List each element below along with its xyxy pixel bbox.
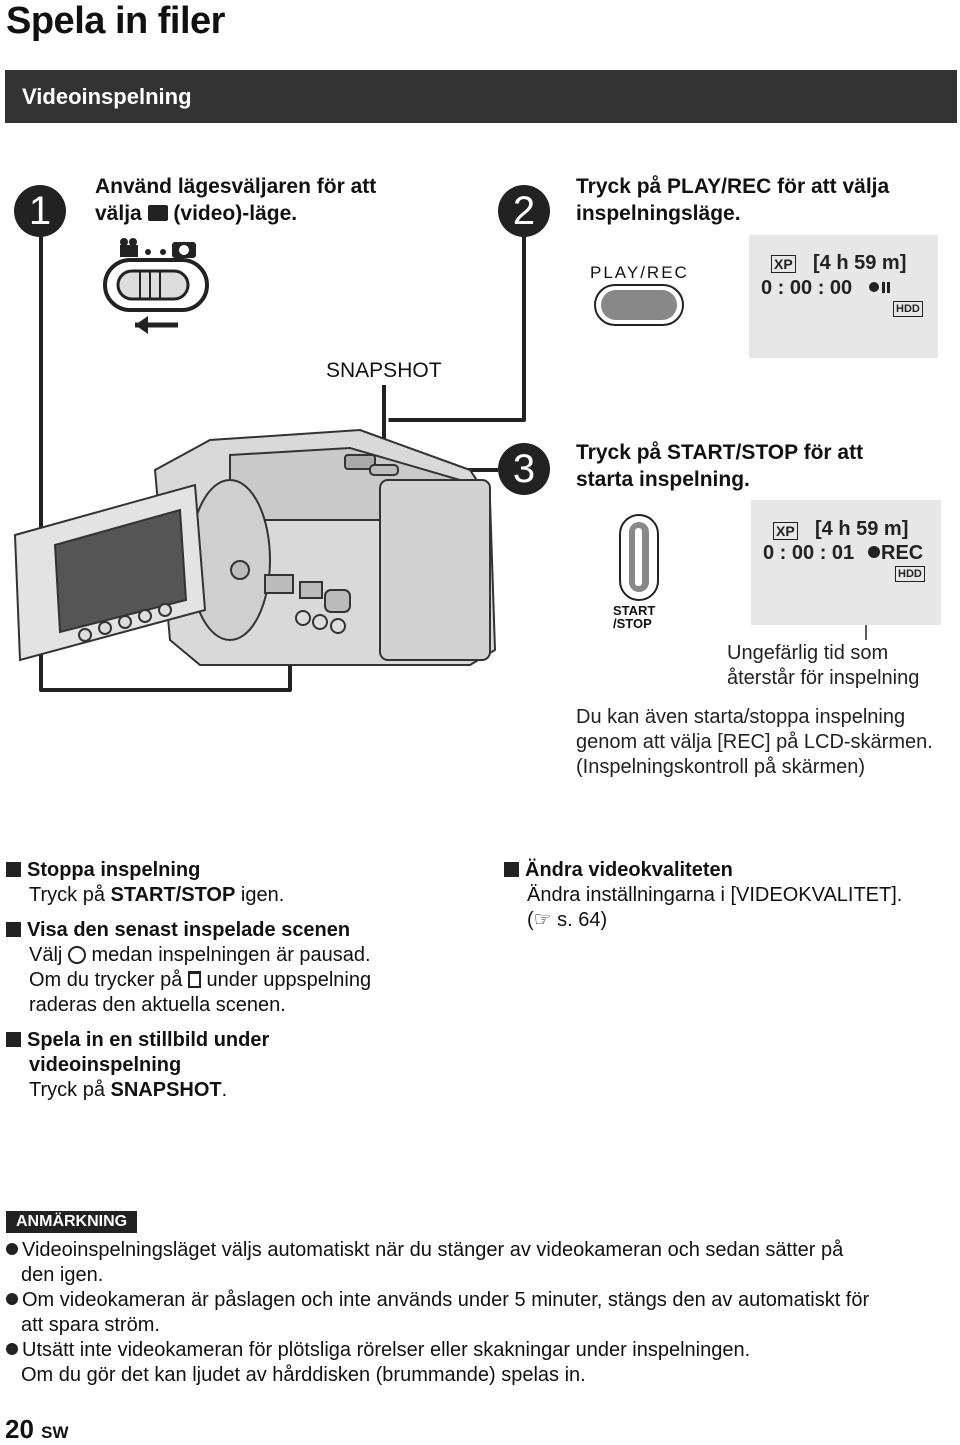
- text: .: [221, 1079, 228, 1101]
- also-line3: (Inspelningskontroll på skärmen): [576, 756, 866, 778]
- snapshot-label: SNAPSHOT: [326, 359, 442, 382]
- text: Om du trycker på: [29, 969, 183, 991]
- text: s. 64): [557, 909, 608, 931]
- text: raderas den aktuella scenen.: [29, 994, 286, 1016]
- elapsed-time: 0 : 00 : 00: [761, 277, 853, 299]
- step-1-line2a: välja: [95, 202, 142, 225]
- lcd-screen-recording: XP [4 h 59 m] 0 : 00 : 01 REC HDD: [751, 500, 941, 625]
- text: igen.: [235, 884, 285, 906]
- step-3-number: 3: [498, 443, 550, 495]
- page-title: Spela in filer: [6, 0, 225, 42]
- block-stop: Stoppa inspelning Tryck på START/STOP ig…: [6, 858, 476, 908]
- bullet-icon: [6, 1343, 18, 1355]
- elapsed-time: 0 : 00 : 01: [763, 542, 855, 564]
- step-2-line1: Tryck på PLAY/REC för att välja: [576, 175, 890, 198]
- page-number: 20 SW: [5, 1414, 69, 1445]
- also-line1: Du kan även starta/stoppa inspelning: [576, 706, 906, 728]
- start-stop-label: START /STOP: [613, 604, 655, 630]
- text: Om videokameran är påslagen och inte anv…: [22, 1289, 870, 1311]
- block-review: Visa den senast inspelade scenen Välj me…: [6, 918, 476, 1018]
- bullet-icon: [6, 1293, 18, 1305]
- lcd-screen-paused: XP [4 h 59 m] 0 : 00 : 00 HDD: [749, 235, 938, 358]
- remaining-time: [4 h 59 m]: [815, 518, 909, 540]
- block-heading: Visa den senast inspelade scenen: [27, 919, 351, 941]
- hdd-icon: HDD: [895, 566, 925, 582]
- block-heading-2: videoinspelning: [29, 1054, 182, 1076]
- note-item: Utsätt inte videokameran för plötsliga r…: [6, 1338, 951, 1388]
- step-3-line2: starta inspelning.: [576, 468, 750, 491]
- text: (: [527, 909, 534, 931]
- start-stop-label-2: /STOP: [613, 616, 652, 631]
- hdd-icon: HDD: [893, 301, 923, 317]
- callout-line1: Ungefärlig tid som: [727, 642, 889, 664]
- block-heading: Spela in en stillbild under: [27, 1029, 270, 1051]
- section-title: Videoinspelning: [22, 84, 192, 109]
- step-1-text: Använd lägesväljaren för att välja (vide…: [95, 173, 376, 227]
- page-ref-hand-icon: ☞: [533, 909, 552, 931]
- square-bullet-icon: [504, 862, 519, 877]
- note-item: Om videokameran är påslagen och inte anv…: [6, 1288, 951, 1338]
- remaining-time: [4 h 59 m]: [813, 252, 907, 274]
- pause-icon: [882, 282, 885, 293]
- rec-dot-icon: [868, 546, 880, 558]
- block-heading: Ändra videokvaliteten: [525, 859, 733, 881]
- also-line2: genom att välja [REC] på LCD-skärmen.: [576, 731, 933, 753]
- block-snapshot: Spela in en stillbild under videoinspeln…: [6, 1028, 476, 1103]
- square-bullet-icon: [6, 922, 21, 937]
- square-bullet-icon: [6, 862, 21, 877]
- quality-badge: XP: [773, 522, 798, 540]
- note-tag: ANMÄRKNING: [6, 1211, 138, 1233]
- section-header: Videoinspelning: [5, 70, 957, 123]
- mode-switch: [103, 238, 209, 334]
- rec-indicator: REC: [881, 542, 924, 564]
- text: Tryck på: [29, 884, 111, 906]
- text: att spara ström.: [21, 1314, 160, 1336]
- bullet-icon: [6, 1243, 18, 1255]
- step-1-line1: Använd lägesväljaren för att: [95, 175, 377, 198]
- block-heading: Stoppa inspelning: [27, 859, 201, 881]
- text: Tryck på: [29, 1079, 111, 1101]
- info-left: Stoppa inspelning Tryck på START/STOP ig…: [6, 858, 476, 1103]
- text-bold: START/STOP: [110, 884, 236, 906]
- text: under uppspelning: [206, 969, 372, 991]
- remaining-time-callout: Ungefärlig tid som återstår för inspelni…: [727, 641, 919, 691]
- step-3-text: Tryck på START/STOP för att starta inspe…: [576, 439, 863, 493]
- step-1-line2b: (video)-läge.: [173, 202, 298, 225]
- start-stop-label-1: START: [613, 603, 656, 618]
- step-1-number: 1: [14, 185, 66, 237]
- block-quality: Ändra videokvaliteten Ändra inställninga…: [504, 858, 954, 933]
- start-stop-button-illustration: [619, 514, 659, 601]
- quality-badge: XP: [771, 255, 796, 273]
- play-rec-label: PLAY/REC: [590, 263, 689, 282]
- step-2-number: 2: [498, 185, 550, 237]
- play-rec-button-illustration: [594, 284, 684, 326]
- touch-rec-note: Du kan även starta/stoppa inspelning gen…: [576, 705, 933, 780]
- language-code: SW: [41, 1423, 69, 1442]
- trash-icon: [187, 971, 201, 988]
- video-mode-icon: [147, 205, 168, 221]
- text-bold: SNAPSHOT: [110, 1079, 222, 1101]
- note-item: Videoinspelningsläget väljs automatiskt …: [6, 1238, 951, 1288]
- text: Välj: [29, 944, 63, 966]
- text: Videoinspelningsläget väljs automatiskt …: [22, 1239, 844, 1261]
- pause-dot-icon: [869, 282, 879, 292]
- square-bullet-icon: [6, 1032, 21, 1047]
- camera-illustration: [13, 225, 867, 692]
- review-icon: [67, 946, 86, 964]
- text: Utsätt inte videokameran för plötsliga r…: [22, 1339, 751, 1361]
- step-3-line1: Tryck på START/STOP för att: [576, 441, 864, 464]
- note-list: Videoinspelningsläget väljs automatiskt …: [6, 1238, 951, 1388]
- text: den igen.: [21, 1264, 104, 1286]
- pause-icon-bar: [887, 282, 890, 293]
- step-2-text: Tryck på PLAY/REC för att välja inspelni…: [576, 173, 889, 227]
- step-2-line2: inspelningsläge.: [576, 202, 741, 225]
- page-number-value: 20: [5, 1414, 34, 1444]
- callout-line2: återstår för inspelning: [727, 667, 920, 689]
- text: Ändra inställningarna i [VIDEOKVALITET].: [527, 884, 903, 906]
- text: Om du gör det kan ljudet av hårddisken (…: [21, 1364, 586, 1386]
- text: medan inspelningen är pausad.: [91, 944, 371, 966]
